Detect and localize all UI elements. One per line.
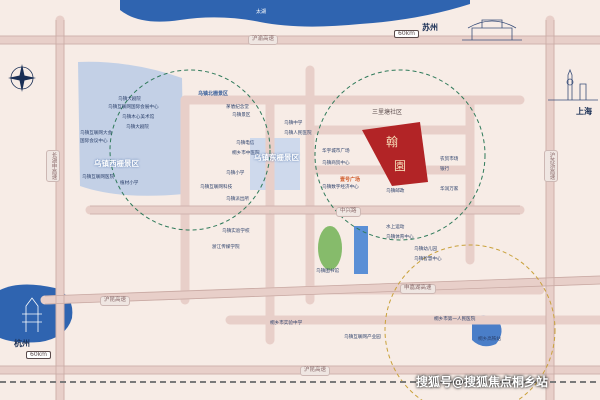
poi: 乌镇数字经济中心	[322, 185, 359, 190]
road-label-south: 沪昆高速	[100, 296, 131, 306]
hangzhou-landmark-icon	[22, 297, 42, 332]
poi: 乌镇景区	[232, 113, 251, 118]
park	[318, 226, 342, 270]
road-label-north: 沪渝高速	[248, 35, 279, 45]
lake-label: 太湖	[256, 9, 267, 15]
distance-suzhou: 60km	[394, 30, 419, 38]
project-name-2: 園	[394, 159, 407, 173]
suzhou-landmark-icon	[462, 19, 522, 41]
east-scenic-area	[250, 138, 300, 190]
poi: 茅盾纪念堂	[226, 105, 249, 110]
water-strip	[354, 226, 368, 274]
road-label-west: 长湖申高速	[46, 150, 60, 182]
distance-hangzhou: 60km	[26, 351, 51, 359]
watermark-text: 搜狐号@搜狐焦点桐乡站	[416, 375, 549, 389]
project-name-1: 翰	[386, 135, 399, 149]
poi: 华宇城市广场	[322, 149, 350, 154]
poi: 乌镇电信	[236, 141, 255, 146]
poi: 乌镇商贸中心	[322, 161, 350, 166]
district-east-scenic: 乌镇东栅景区	[254, 153, 299, 162]
poi: 国际会议中心	[80, 139, 108, 144]
road-label-shenjia: 申嘉湖高速	[400, 284, 436, 294]
city-hangzhou: 杭州	[14, 339, 30, 348]
poi: 乌镇体育中心	[386, 235, 414, 240]
district-plaza: 壹号广场	[340, 177, 361, 183]
poi: 乌镇木心美术馆	[122, 115, 155, 120]
poi: 乌镇互联网国际会展中心	[108, 105, 159, 110]
radius-ring-south	[384, 244, 556, 400]
radius-ring-east	[314, 69, 486, 241]
poi: 乌镇小学	[226, 171, 245, 176]
poi: 植材小学	[120, 181, 139, 186]
poi: 华润万家	[440, 187, 459, 192]
radius-ring-west	[109, 69, 271, 231]
road-label-bottom: 沪昆高速	[300, 366, 331, 376]
poi: 乌镇邮政	[386, 189, 405, 194]
district-north-scenic: 乌镇北栅景区	[198, 91, 229, 97]
poi: 桐乡市实验中学	[270, 321, 303, 326]
poi: 农贸市场	[440, 157, 459, 162]
poi: 浙江传媒学院	[212, 245, 240, 250]
poi: 乌镇人民医院	[284, 131, 312, 136]
poi: 桐乡高铁站	[478, 337, 501, 342]
road-label-east: 沪苏浙高速	[544, 150, 558, 182]
poi: 乌镇智慧中心	[414, 257, 442, 262]
city-shanghai: 上海	[576, 107, 592, 116]
poi: 乌镇大剧院	[118, 97, 141, 102]
road-label-zhongxing: 中兴路	[336, 207, 361, 217]
poi: 乌镇图书馆	[316, 269, 339, 274]
poi: 桐乡市第一人民医院	[434, 317, 476, 322]
shanghai-skyline-icon	[548, 68, 598, 101]
compass-icon	[8, 64, 36, 92]
west-scenic-area	[78, 61, 184, 196]
poi: 乌镇实验学校	[222, 229, 250, 234]
district-sanli: 三里塘社区	[372, 109, 403, 116]
city-suzhou: 苏州	[422, 23, 438, 32]
poi: 乌镇大剧院	[126, 125, 149, 130]
poi: 水上运动	[386, 225, 405, 230]
poi: 乌镇幼儿园	[414, 247, 437, 252]
poi: 桐乡市中医院	[232, 151, 260, 156]
poi: 乌镇派出所	[226, 197, 249, 202]
poi: 乌镇中学	[284, 121, 303, 126]
poi: 乌镇互联网产业园	[344, 335, 381, 340]
district-west-scenic: 乌镇西栅景区	[94, 159, 139, 168]
poi: 乌镇互联网大会	[80, 131, 113, 136]
poi: 乌镇互联网科技	[200, 185, 233, 190]
poi: 乌镇互联网医院	[82, 175, 115, 180]
project-site	[362, 122, 428, 186]
taihu-lake	[120, 0, 470, 27]
poi: 银行	[440, 167, 450, 172]
